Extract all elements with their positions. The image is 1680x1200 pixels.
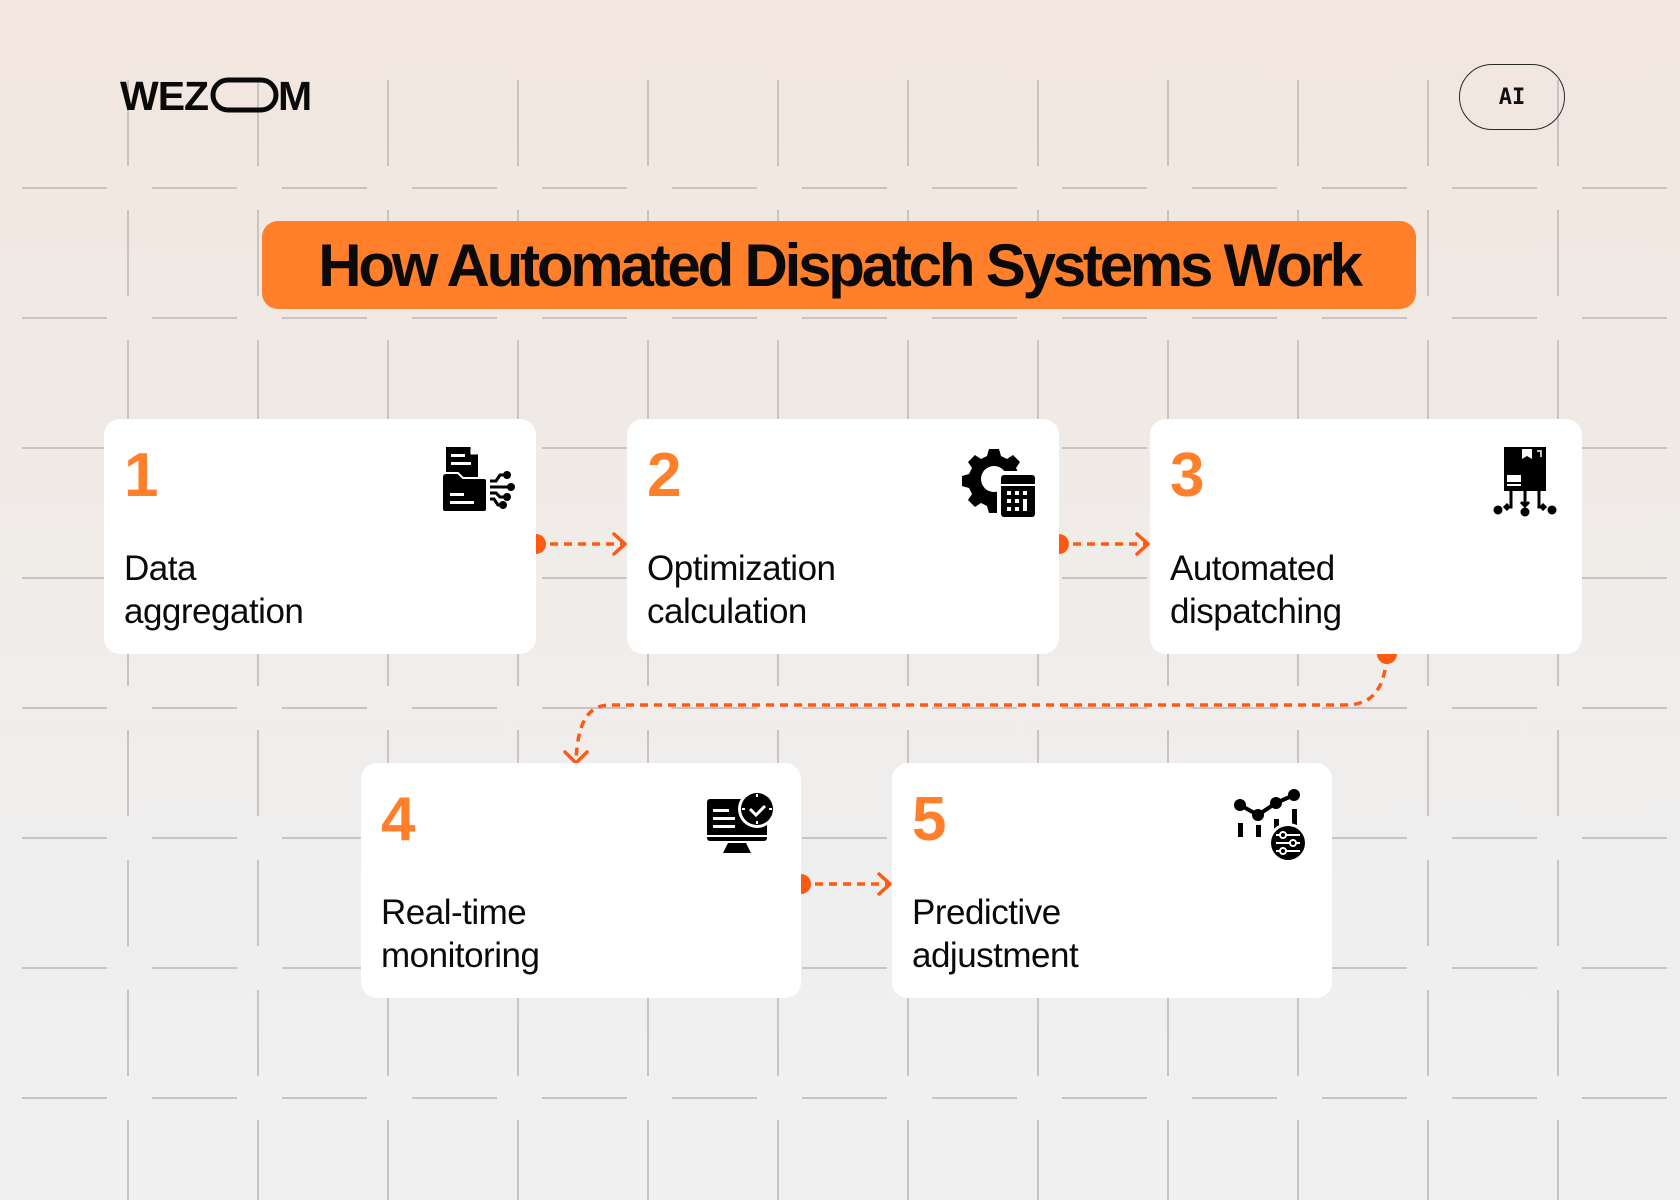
step-label: Real-time monitoring: [381, 891, 540, 977]
step-number: 1: [124, 441, 159, 510]
svg-text:WEZ: WEZ: [120, 74, 208, 116]
step-card-5: 5 Predictive adjustment: [892, 763, 1332, 998]
step-label-line1: Data: [124, 549, 196, 588]
ai-badge-label: AI: [1498, 84, 1526, 110]
arrowhead-2-3: [1135, 532, 1150, 556]
svg-text:M: M: [278, 74, 312, 116]
monitor-clock-icon: [707, 790, 776, 853]
step-label-line2: monitoring: [381, 936, 540, 975]
step-label: Data aggregation: [124, 547, 304, 633]
wezoom-logo: WEZ M: [120, 74, 312, 116]
step-card-4: 4 Real-time monitoring: [361, 763, 801, 998]
step-label-line1: Real-time: [381, 893, 527, 932]
step-number: 2: [647, 441, 682, 510]
gear-calculator-icon: [962, 449, 1037, 519]
step-card-2: 2 Optimization calculation: [627, 419, 1059, 654]
arrowhead-3-4: [563, 750, 589, 765]
step-card-3: 3 Automated dispatching: [1150, 419, 1582, 654]
step-number: 5: [912, 785, 947, 854]
title-banner: How Automated Dispatch Systems Work: [262, 221, 1416, 309]
step-label: Predictive adjustment: [912, 891, 1079, 977]
step-label-line2: aggregation: [124, 592, 304, 631]
step-label-line2: calculation: [647, 592, 807, 631]
step-card-1: 1 Data aggregation: [104, 419, 536, 654]
step-label: Optimization calculation: [647, 547, 836, 633]
package-distribution-icon: [1493, 447, 1557, 517]
arrowhead-1-2: [612, 532, 627, 556]
step-label-line2: adjustment: [912, 936, 1079, 975]
ai-badge: AI: [1459, 64, 1565, 130]
step-label-line1: Optimization: [647, 549, 836, 588]
folder-data-network-icon: [441, 447, 515, 513]
connector-3-4: [574, 655, 1389, 761]
step-label: Automated dispatching: [1170, 547, 1342, 633]
chart-settings-icon: [1234, 789, 1308, 863]
step-number: 3: [1170, 441, 1205, 510]
arrowhead-4-5: [877, 872, 892, 896]
step-label-line1: Predictive: [912, 893, 1061, 932]
step-label-line2: dispatching: [1170, 592, 1342, 631]
page-title: How Automated Dispatch Systems Work: [318, 231, 1363, 299]
step-number: 4: [381, 785, 416, 854]
step-label-line1: Automated: [1170, 549, 1335, 588]
